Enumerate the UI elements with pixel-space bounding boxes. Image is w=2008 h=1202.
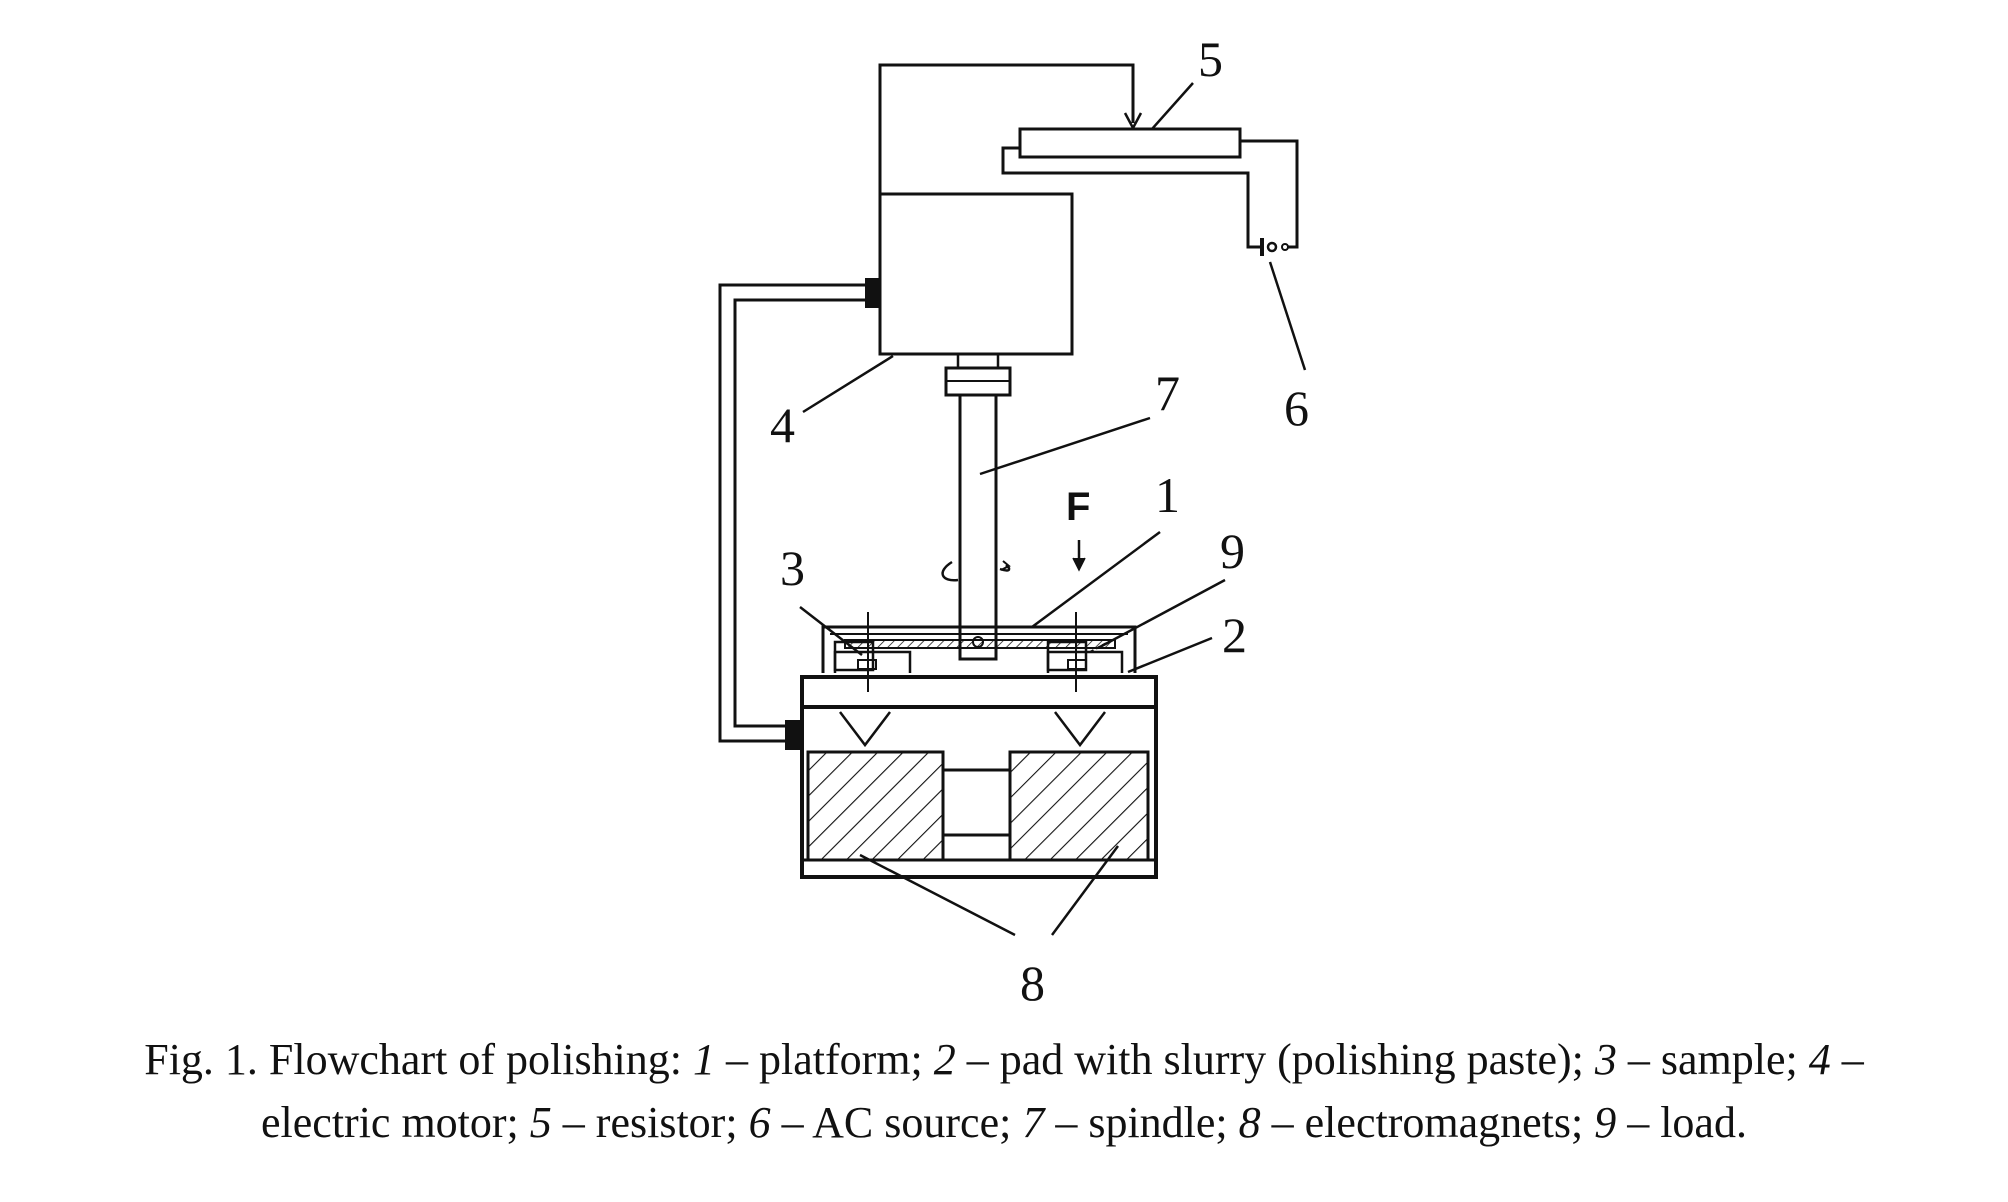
caption-item-number: 5 — [529, 1098, 552, 1147]
label-motor: 4 — [770, 397, 795, 453]
spindle — [958, 393, 998, 661]
label-sample: 3 — [780, 540, 805, 596]
label-pad: 2 — [1222, 607, 1247, 663]
rotation-arrow-icon — [941, 560, 1011, 582]
electromagnet-left — [806, 750, 945, 862]
leader-8b — [1050, 845, 1120, 936]
label-ac-source: 6 — [1284, 380, 1309, 436]
caption-text: – AC source; — [770, 1098, 1023, 1147]
caption-item-number: 2 — [933, 1035, 956, 1084]
leader-2 — [1127, 636, 1213, 674]
leader-4 — [802, 354, 894, 414]
power-cable-outer — [718, 283, 865, 743]
caption-text: – pad with slurry (polishing paste); — [955, 1035, 1595, 1084]
caption-item-number: 9 — [1594, 1098, 1617, 1147]
caption-text: – spindle; — [1044, 1098, 1239, 1147]
caption-item-number: 4 — [1808, 1035, 1831, 1084]
ac-source-terminal-2 — [1281, 243, 1289, 251]
caption-text: – — [1830, 1035, 1864, 1084]
leader-1 — [1031, 530, 1161, 629]
caption-text: electric motor; — [261, 1098, 530, 1147]
resistor-circuit-right — [1240, 139, 1299, 249]
caption-text: – platform; — [715, 1035, 934, 1084]
pad-with-slurry — [844, 639, 1116, 649]
sample-left — [833, 640, 875, 672]
caption-text: Fig. 1. Flowchart of polishing: — [144, 1035, 694, 1084]
caption-text: – resistor; — [551, 1098, 749, 1147]
figure-caption: Fig. 1. Flowchart of polishing: 1 – plat… — [0, 1028, 2008, 1154]
base-connector — [785, 720, 802, 750]
caption-item-number: 1 — [693, 1035, 716, 1084]
resistor-circuit-left — [1001, 146, 1262, 249]
caption-item-number: 7 — [1022, 1098, 1045, 1147]
caption-text: – sample; — [1616, 1035, 1809, 1084]
caption-text: – load. — [1616, 1098, 1747, 1147]
caption-line-2: electric motor; 5 – resistor; 6 – AC sou… — [0, 1091, 2008, 1154]
v-notch-left — [839, 711, 891, 748]
electromagnet-right — [1008, 750, 1150, 862]
leader-6 — [1268, 261, 1307, 371]
label-resistor: 5 — [1198, 31, 1223, 87]
caption-item-number: 3 — [1594, 1035, 1617, 1084]
caption-item-number: 8 — [1238, 1098, 1261, 1147]
power-cable-inner — [733, 298, 865, 728]
leader-7 — [979, 416, 1151, 476]
resistor — [1018, 127, 1242, 159]
label-force: F — [1066, 485, 1090, 529]
base-lid — [800, 675, 1158, 709]
caption-line-1: Fig. 1. Flowchart of polishing: 1 – plat… — [0, 1028, 2008, 1091]
leader-5 — [1151, 82, 1194, 130]
base-housing — [800, 705, 1158, 879]
motor-connector — [865, 278, 880, 308]
ac-source-terminal — [1266, 241, 1278, 253]
platform — [821, 625, 1137, 673]
electric-motor — [878, 192, 1074, 356]
label-platform: 1 — [1155, 467, 1180, 523]
coupling-top — [956, 352, 1000, 370]
control-wire — [878, 63, 1135, 272]
label-load: 9 — [1220, 523, 1245, 579]
v-notch-right — [1054, 711, 1106, 748]
label-electromagnets: 8 — [1020, 955, 1045, 1011]
caption-item-number: 6 — [748, 1098, 771, 1147]
leader-9 — [1097, 578, 1226, 650]
leader-3 — [799, 606, 863, 656]
electromagnet-core — [941, 768, 1012, 837]
leader-8a — [859, 853, 1016, 937]
caption-text: – electromagnets; — [1260, 1098, 1595, 1147]
label-spindle: 7 — [1155, 365, 1180, 421]
